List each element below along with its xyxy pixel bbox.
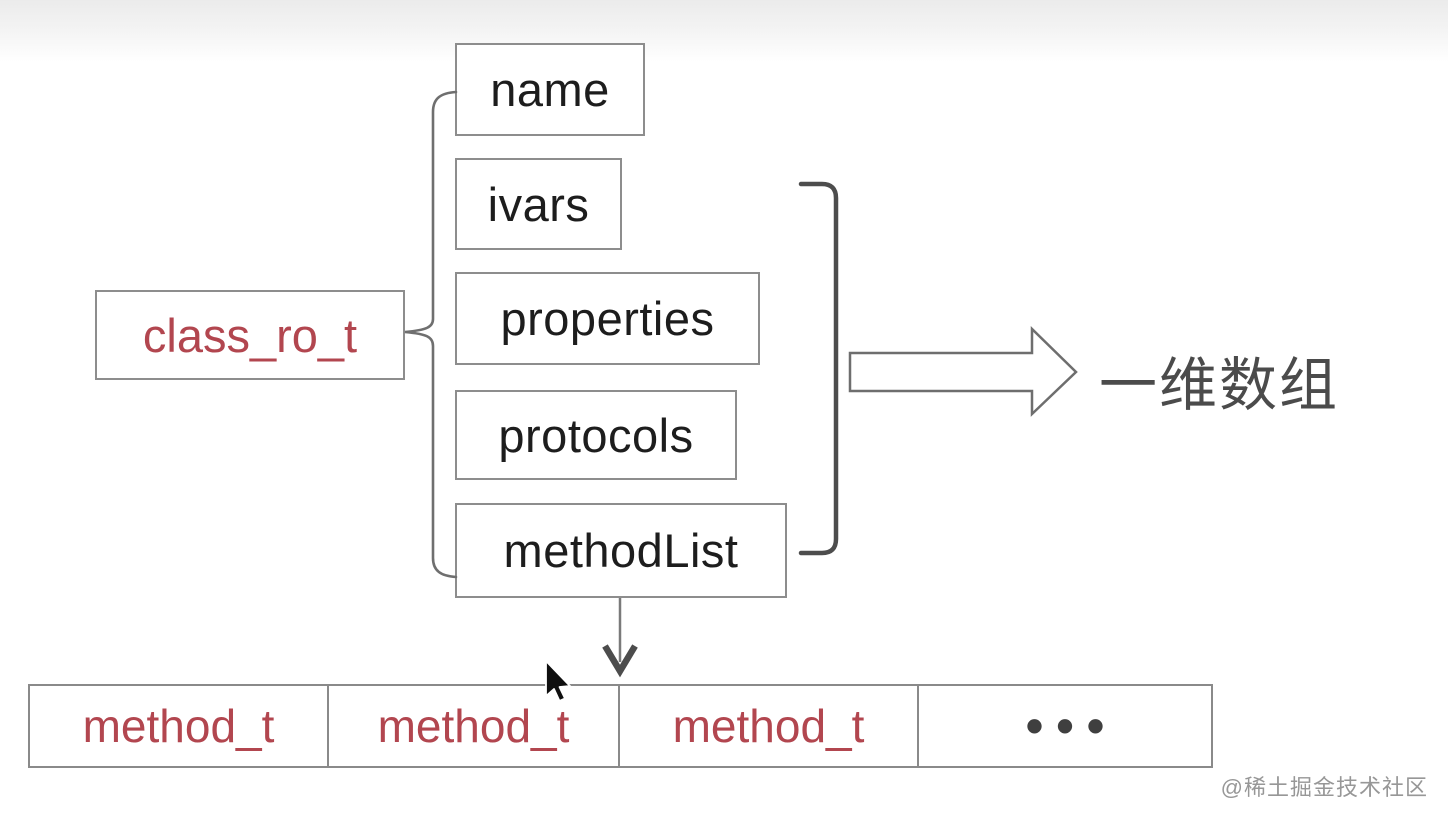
field-box-ivars: ivars [455,158,622,250]
array-cell-label: method_t [377,700,570,752]
method-array-row: method_t method_t method_t ••• [28,684,1213,768]
down-arrow-head-icon [602,644,638,678]
field-box-methodlist: methodList [455,503,787,598]
field-box-ivars-label: ivars [487,177,590,231]
curly-brace-connector-icon [404,90,458,579]
field-box-protocols: protocols [455,390,737,480]
block-right-arrow-icon [848,326,1078,417]
array-cell-method-t: method_t [329,686,620,766]
array-cell-ellipsis: ••• [919,686,1211,766]
ellipsis-dots-icon: ••• [1025,698,1118,754]
root-box-class-ro-t: class_ro_t [95,290,405,380]
array-cell-method-t: method_t [620,686,919,766]
root-box-label: class_ro_t [142,308,358,362]
field-box-properties: properties [455,272,760,365]
field-box-name: name [455,43,645,136]
array-cell-method-t: method_t [30,686,329,766]
field-box-methodlist-label: methodList [503,524,739,577]
field-box-properties-label: properties [500,292,715,345]
array-cell-label: method_t [672,700,865,752]
field-box-protocols-label: protocols [498,408,694,462]
annotation-one-dimensional-array: 一维数组 [1099,353,1340,418]
field-box-name-label: name [490,63,610,116]
square-bracket-icon [798,181,839,556]
watermark: @稀土掘金技术社区 [1220,775,1428,800]
array-cell-label: method_t [82,700,275,752]
